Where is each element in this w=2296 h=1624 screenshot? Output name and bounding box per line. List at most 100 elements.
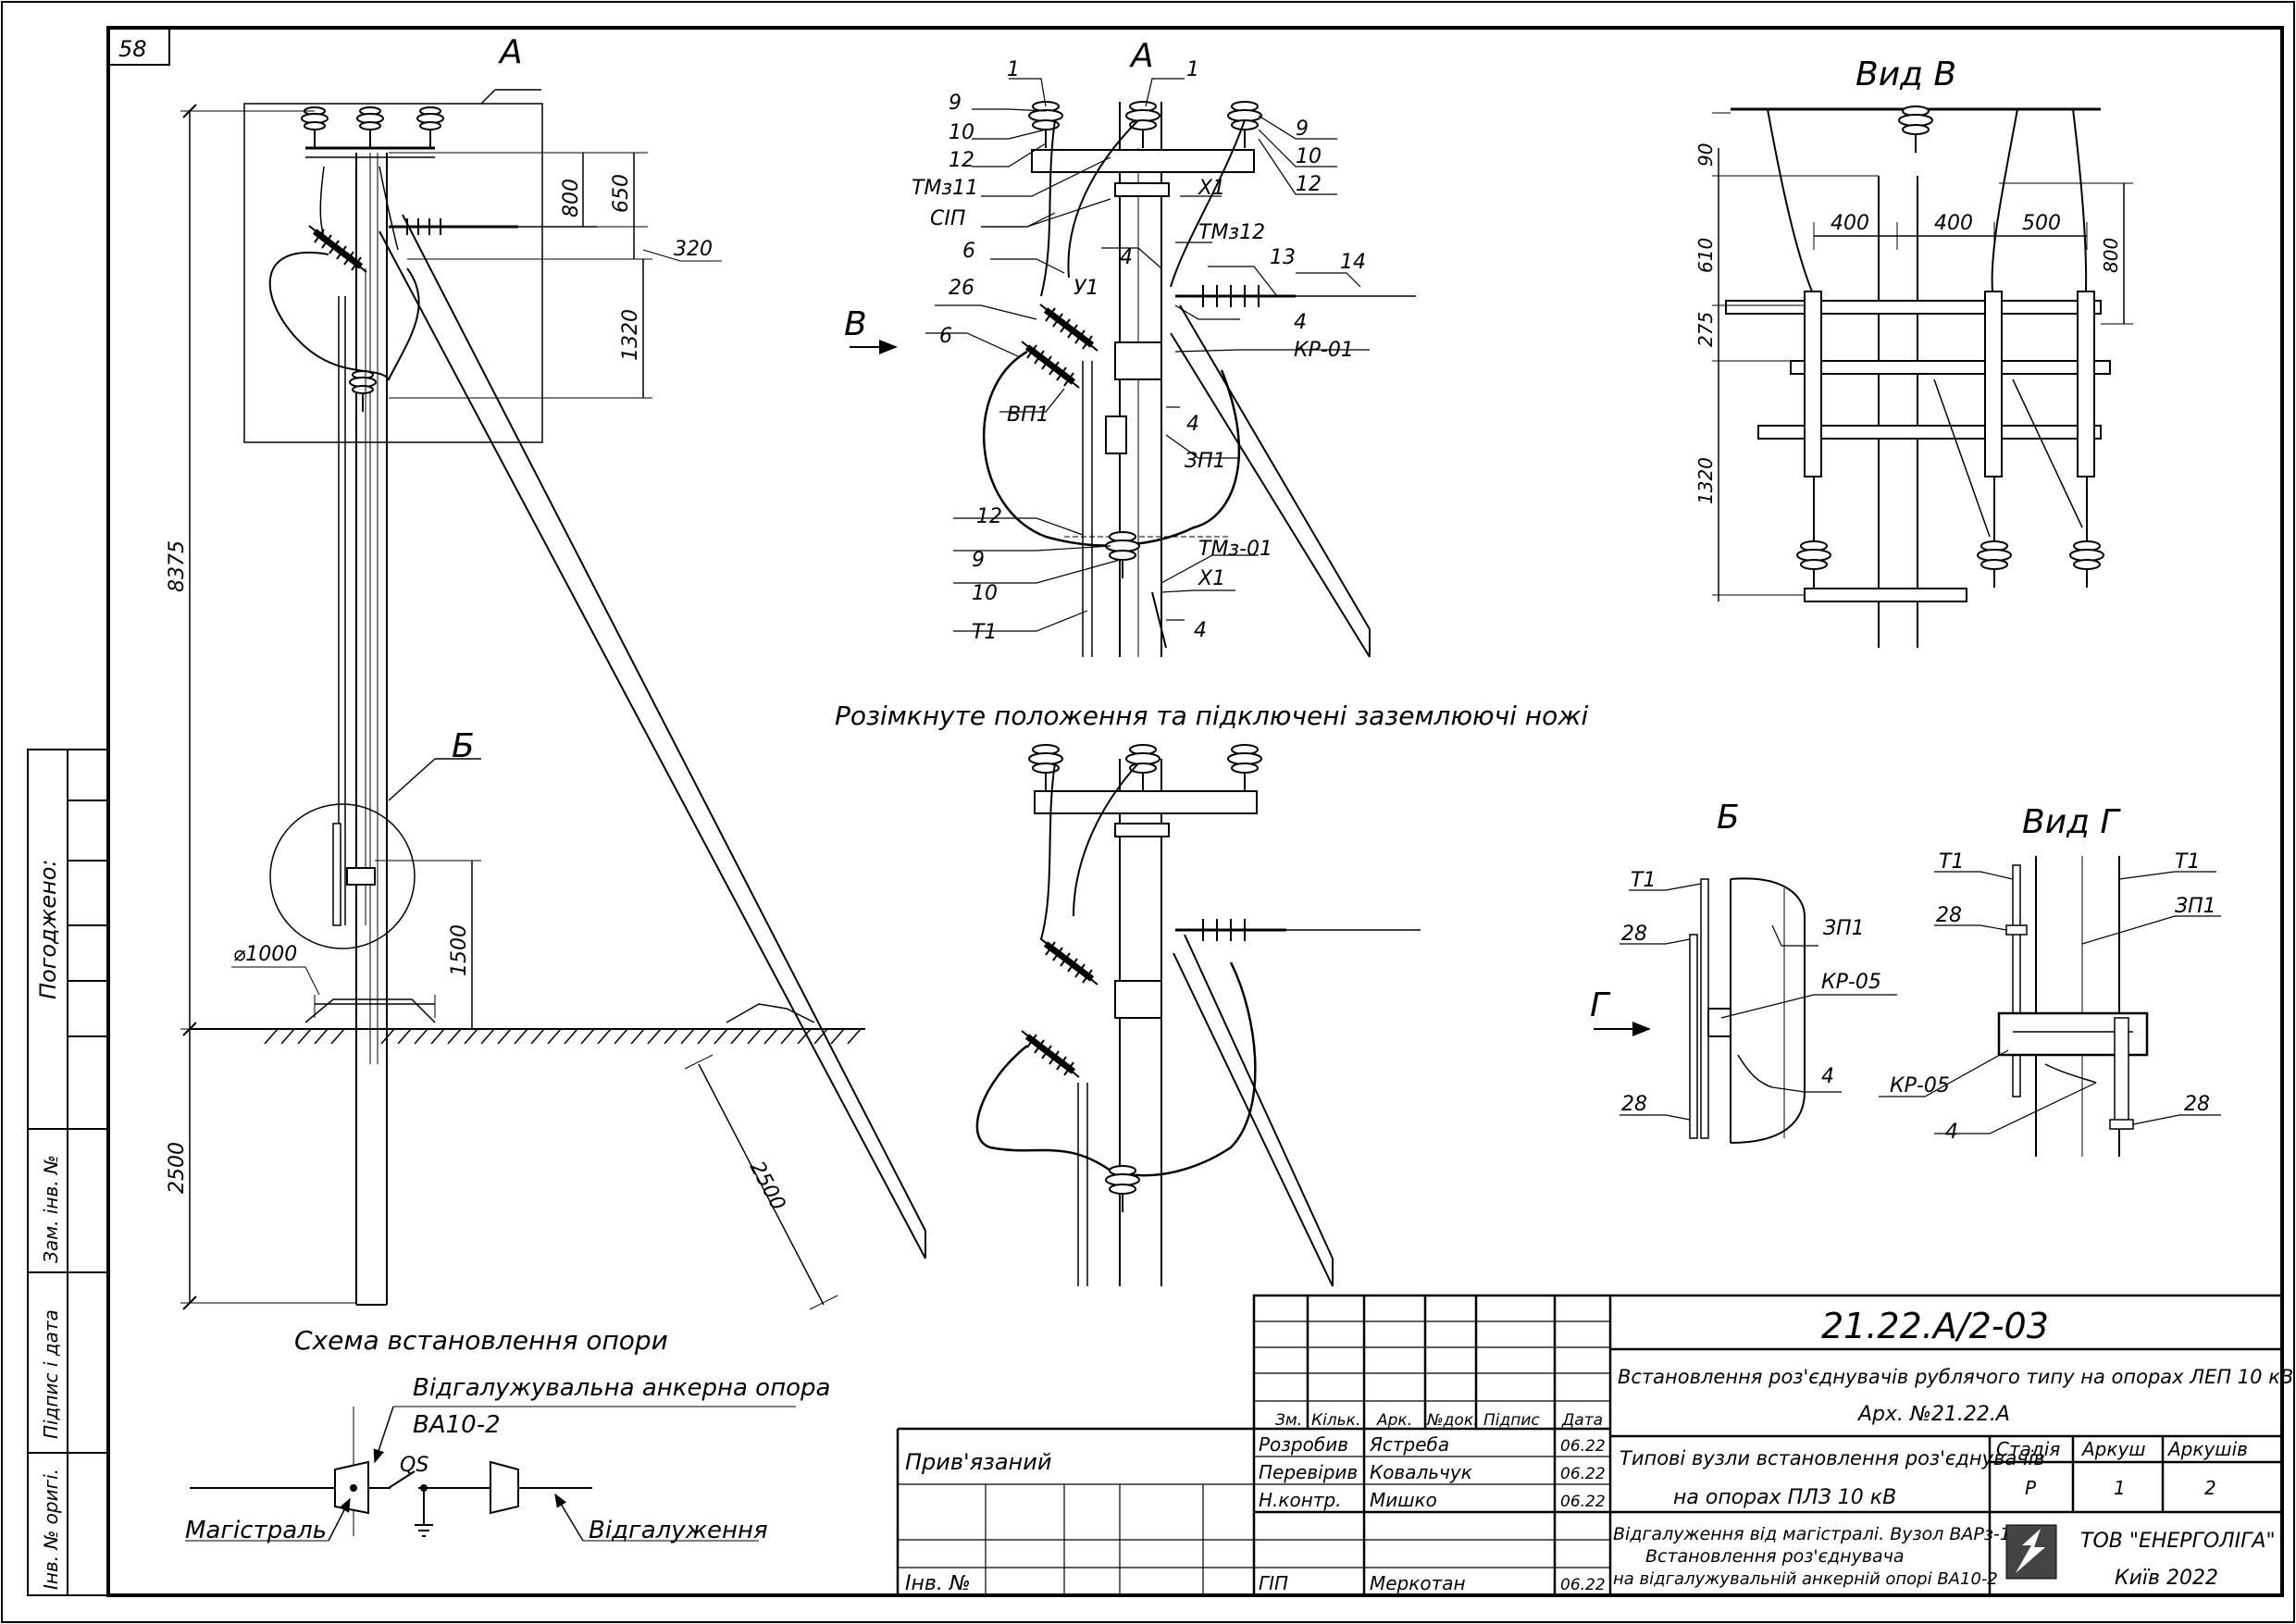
view-a-assembly <box>850 78 1416 658</box>
label-vp1: ВП1 <box>1007 403 1049 427</box>
label-9-left: 9 <box>949 92 962 115</box>
dim-v-400-b: 400 <box>1934 212 1973 235</box>
dim-650: 650 <box>610 174 633 213</box>
dim-320: 320 <box>674 238 713 261</box>
detail-b-arrow-g: Г <box>1590 986 1611 1024</box>
role-nkontr: Н.контр. <box>1259 1489 1342 1511</box>
b-label-zp1: ЗП1 <box>1823 917 1865 940</box>
name-checked: Ковальчук <box>1370 1461 1472 1483</box>
detail-b-callout: Б <box>452 727 475 765</box>
name-developed: Ястреба <box>1369 1433 1449 1456</box>
company-city: Київ 2022 <box>2115 1567 2218 1590</box>
stage-value: Р <box>2025 1477 2037 1499</box>
label-kr01: КР-01 <box>1294 339 1354 362</box>
dim-1320: 1320 <box>619 309 642 361</box>
sheets-value: 2 <box>2204 1477 2216 1499</box>
node-line-2: Встановлення роз'єднувача <box>1645 1546 1905 1567</box>
stage-header: Стадія <box>1996 1438 2060 1460</box>
g-label-28-top: 28 <box>1936 904 1962 927</box>
label-4-mid: 4 <box>1294 311 1307 334</box>
label-12-right: 12 <box>1296 173 1322 196</box>
detail-b-title: Б <box>1717 799 1740 837</box>
inv-no-label: Інв. № <box>905 1572 971 1595</box>
support-elevation <box>180 89 926 1310</box>
label-10-low: 10 <box>972 582 998 605</box>
date-gip: 06.22 <box>1560 1576 1606 1594</box>
label-tmz12: ТМз12 <box>1198 221 1265 244</box>
sheet-number: 58 <box>118 36 147 62</box>
b-label-28-top: 28 <box>1621 923 1647 946</box>
dim-v-800: 800 <box>2100 238 2122 273</box>
role-developed: Розробив <box>1259 1433 1348 1456</box>
g-label-4: 4 <box>1945 1121 1958 1144</box>
dim-800: 800 <box>560 179 583 217</box>
label-1-left: 1 <box>1007 58 1020 81</box>
label-4-low: 4 <box>1186 413 1199 436</box>
scheme-branch: Відгалуження <box>589 1517 768 1544</box>
dim-2500-vertical: 2500 <box>166 1142 189 1194</box>
label-sip: СІП <box>930 207 965 230</box>
date-checked: 06.22 <box>1560 1465 1606 1483</box>
stamp-sign-date: Підпис і дата <box>40 1309 62 1439</box>
doc-title: Встановлення роз'єднувачів рублячого тип… <box>1618 1366 2293 1388</box>
side-stamp <box>27 749 109 1596</box>
view-g-assembly <box>1879 856 2221 1157</box>
view-a-left-label: А <box>498 33 523 71</box>
dim-v-275: 275 <box>1694 312 1717 347</box>
scheme-qs: QS <box>400 1454 428 1477</box>
date-developed: 06.22 <box>1560 1437 1606 1456</box>
scheme-support-code: ВА10-2 <box>413 1411 501 1439</box>
doc-code: 21.22.А/2-03 <box>1821 1306 2049 1346</box>
hdr-ark: Арк. <box>1376 1411 1412 1430</box>
label-tmz01: ТМз-01 <box>1198 538 1272 561</box>
label-t1: Т1 <box>972 621 997 644</box>
stamp-agreed: Погоджено: <box>35 860 61 999</box>
g-label-28-bottom: 28 <box>2184 1093 2210 1116</box>
dim-8375: 8375 <box>166 540 189 592</box>
label-zp1: ЗП1 <box>1185 450 1226 473</box>
hdr-kilk: Кільк. <box>1311 1411 1360 1430</box>
label-14: 14 <box>1340 251 1366 274</box>
label-9-right: 9 <box>1296 118 1309 141</box>
section-line-2: на опорах ПЛЗ 10 кВ <box>1673 1486 1896 1509</box>
dim-v-400-a: 400 <box>1831 212 1869 235</box>
scheme-support-type: Відгалужувальна анкерна опора <box>413 1374 830 1402</box>
view-v-assembly <box>1712 105 2133 648</box>
sheets-header: Аркушів <box>2166 1438 2248 1460</box>
open-position-assembly <box>975 744 1421 1287</box>
label-1-right: 1 <box>1186 58 1199 81</box>
label-u1: У1 <box>1074 277 1098 300</box>
node-line-1: Відгалуження від магістралі. Вузол ВАРз-… <box>1613 1524 2017 1544</box>
label-26: 26 <box>949 277 974 300</box>
g-label-t1-left: Т1 <box>1939 850 1964 874</box>
dim-v-610: 610 <box>1694 238 1717 273</box>
section-line-1: Типові вузли встановлення роз'єднувачів <box>1620 1447 2045 1469</box>
b-label-t1: Т1 <box>1631 869 1656 892</box>
b-label-4: 4 <box>1821 1065 1834 1088</box>
view-a-arrow-v: В <box>844 305 867 343</box>
open-position-caption: Розімкнуте положення та підключені зазем… <box>835 700 1588 731</box>
hdr-sign: Підпис <box>1483 1411 1540 1430</box>
scheme-diagram <box>185 1406 796 1542</box>
label-x1-top: Х1 <box>1198 177 1225 200</box>
label-6-top: 6 <box>962 240 975 263</box>
label-10-left: 10 <box>949 121 974 144</box>
stamp-replace-inv: Зам. інв. № <box>40 1155 62 1263</box>
detail-b-assembly <box>1594 877 1897 1144</box>
role-checked: Перевірив <box>1259 1461 1358 1483</box>
sheet-header: Аркуш <box>2080 1438 2146 1460</box>
hdr-date: Дата <box>1561 1411 1603 1430</box>
sheet-value: 1 <box>2114 1477 2126 1499</box>
label-13: 13 <box>1270 246 1296 269</box>
hdr-doc: №док. <box>1426 1411 1479 1430</box>
view-a-top-label: А <box>1129 37 1154 75</box>
name-nkontr: Мишко <box>1370 1489 1437 1511</box>
g-label-t1-right: Т1 <box>2175 850 2200 874</box>
g-label-zp1: ЗП1 <box>2175 895 2216 918</box>
label-12-left: 12 <box>949 149 974 172</box>
stamp-orig-inv: Інв. № оригі. <box>40 1469 62 1590</box>
scheme-caption: Схема встановлення опори <box>294 1325 668 1356</box>
label-9-low: 9 <box>972 549 985 572</box>
g-label-kr05: КР-05 <box>1890 1074 1950 1097</box>
